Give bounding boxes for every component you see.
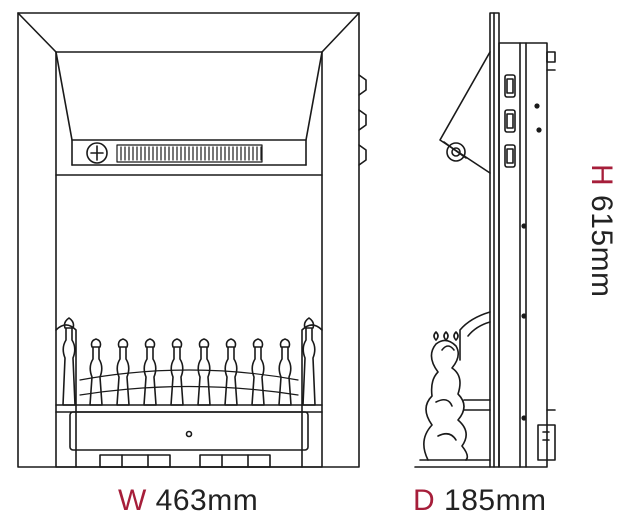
depth-value: 185mm [444, 484, 547, 517]
heater-vent [116, 144, 263, 163]
width-letter: W [118, 484, 147, 517]
control-knob-icon [86, 142, 108, 164]
height-dimension-label: H 615mm [584, 164, 618, 298]
side-fret-finials [433, 331, 459, 341]
height-value: 615mm [585, 195, 618, 298]
rear-fins [358, 74, 367, 166]
side-view [414, 12, 556, 468]
width-value: 463mm [155, 484, 259, 517]
depth-letter: D [413, 484, 436, 517]
height-letter: H [585, 164, 618, 187]
depth-dimension-label: D 185mm [413, 484, 547, 518]
front-view [17, 12, 360, 468]
fuel-fret-bars [62, 317, 316, 406]
width-dimension-label: W 463mm [118, 484, 258, 518]
